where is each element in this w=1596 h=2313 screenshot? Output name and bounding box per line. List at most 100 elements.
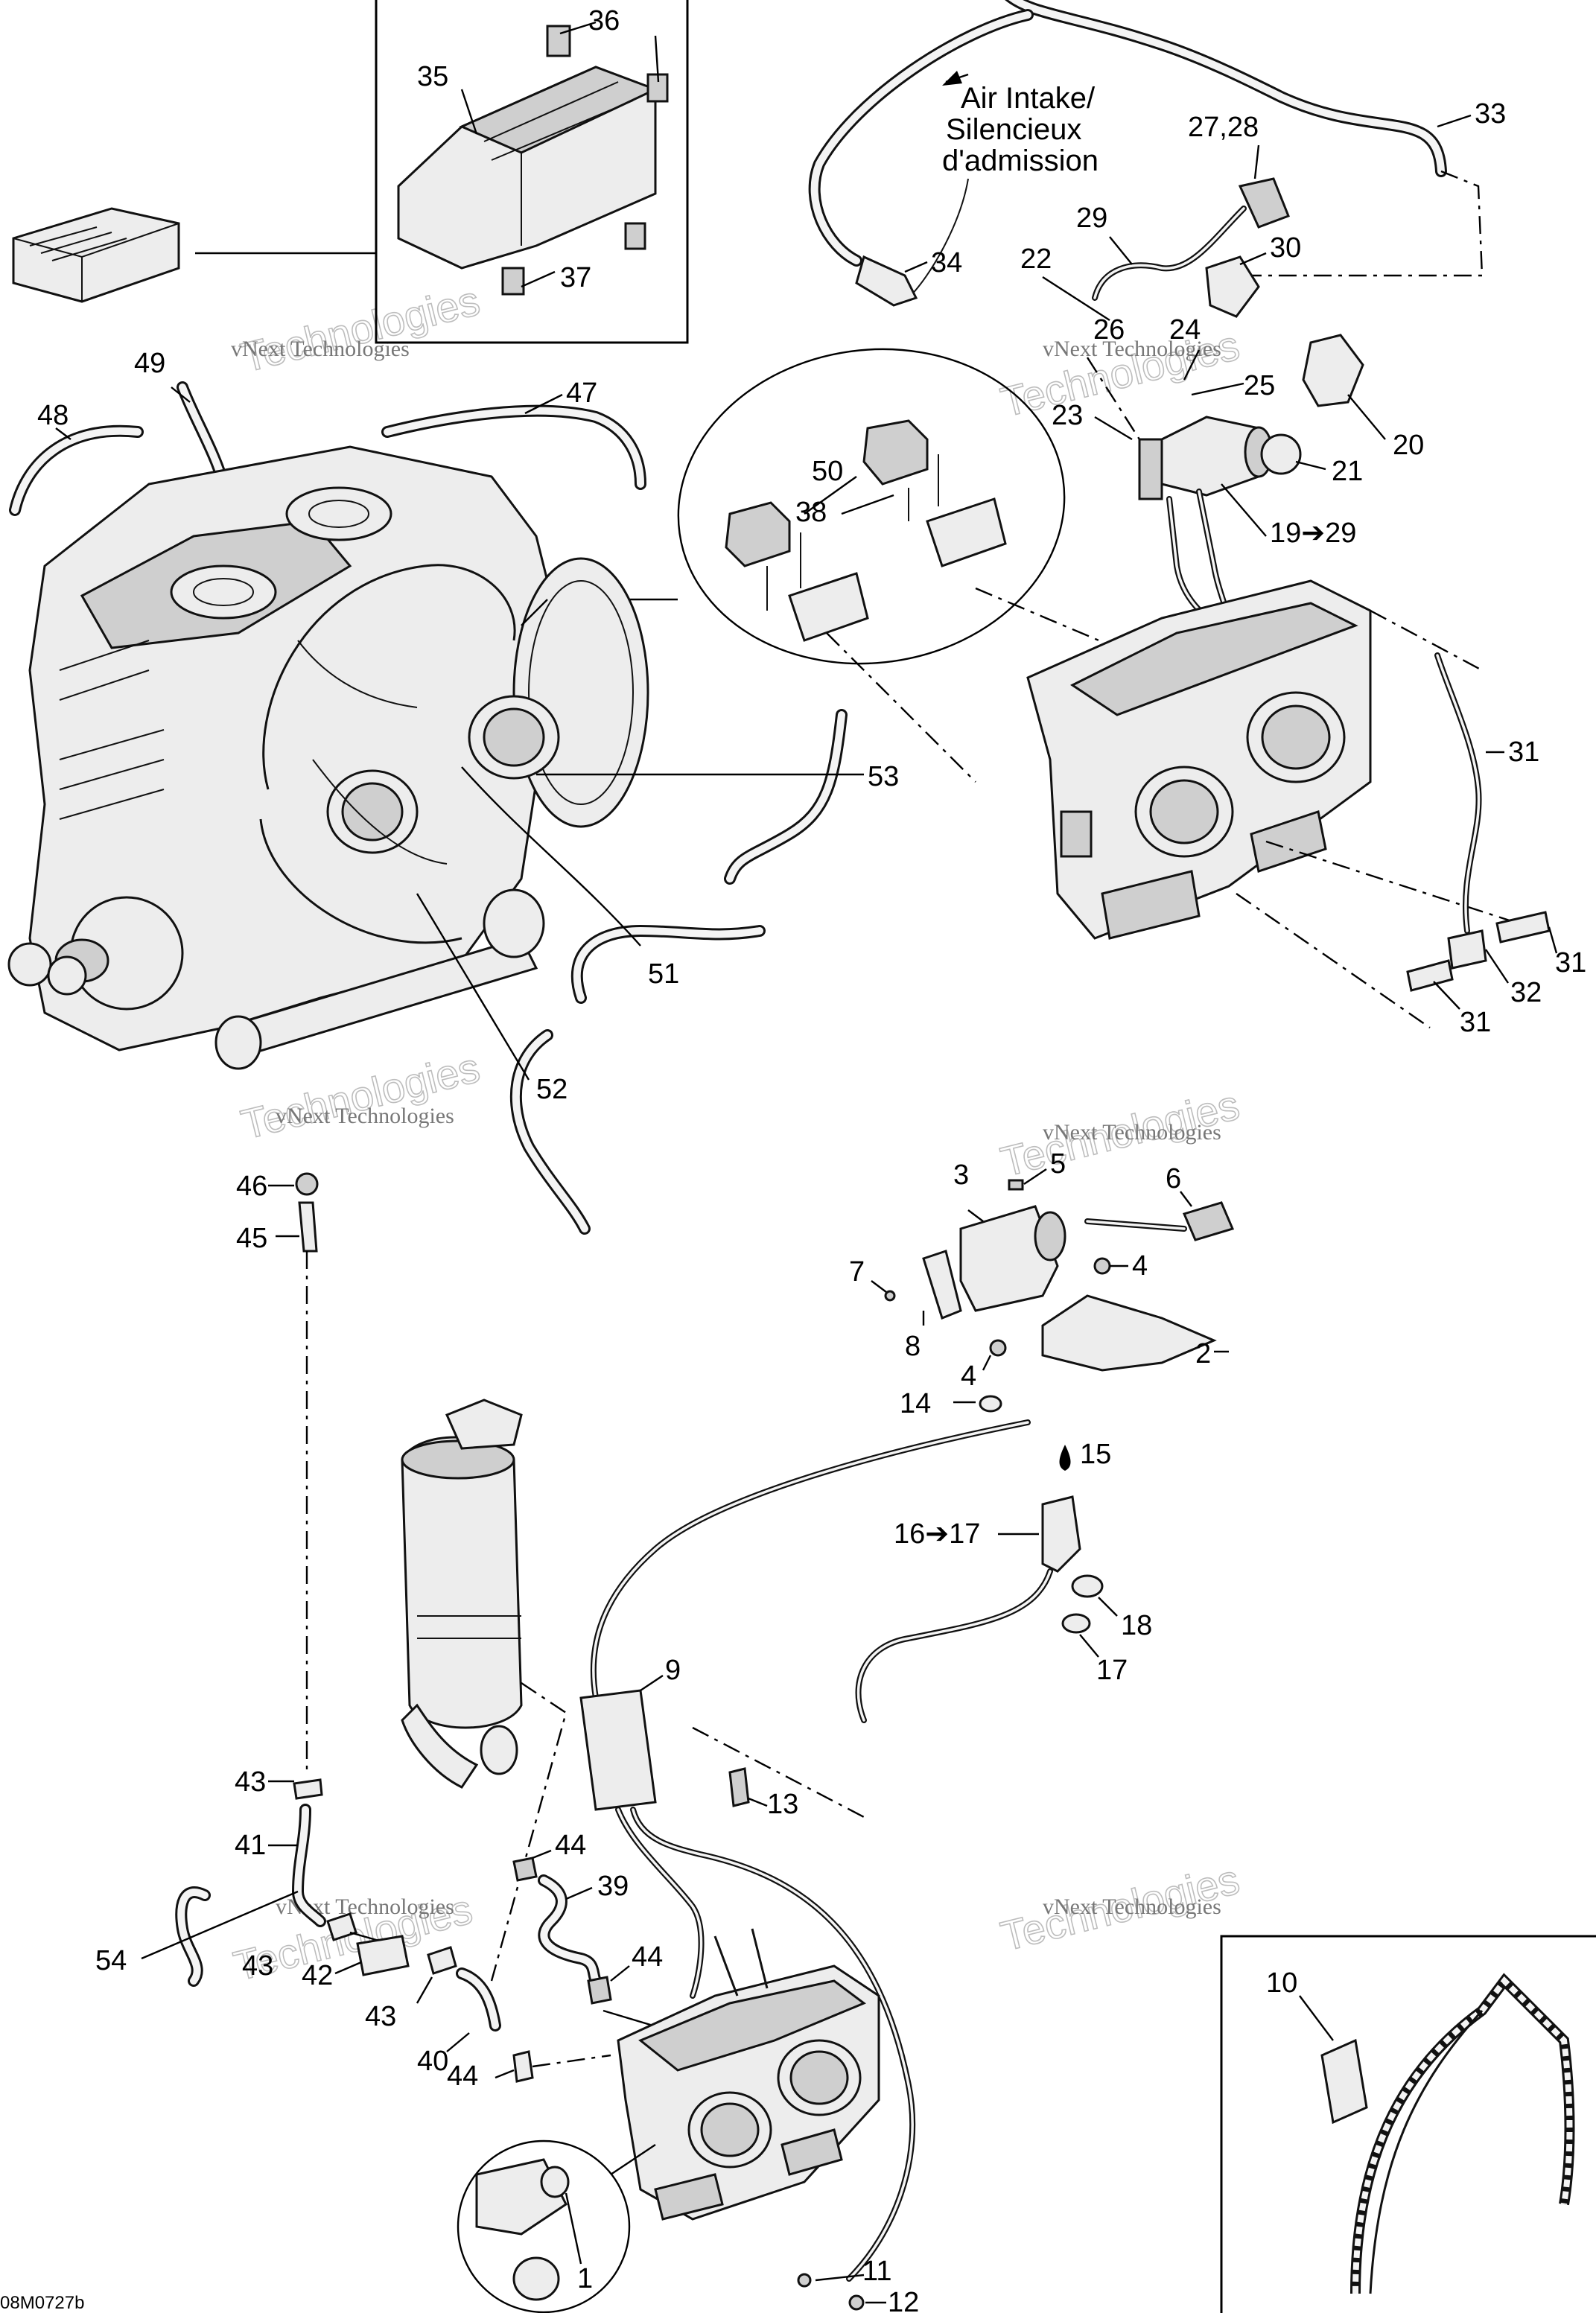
callout-47: 47	[566, 378, 597, 409]
callout-43: 43	[242, 1950, 273, 1982]
inset-frame	[375, 0, 689, 344]
callout-27-28: 27,28	[1188, 112, 1259, 143]
detail-circle: 1	[457, 2139, 656, 2313]
inset-frame	[1220, 1935, 1596, 2313]
callout-6: 6	[1166, 1163, 1181, 1194]
callout-15: 15	[1080, 1439, 1111, 1470]
callout-14: 14	[900, 1388, 931, 1419]
callout-3: 3	[953, 1159, 969, 1191]
callout-45: 45	[236, 1223, 267, 1254]
oil-tank-icon	[401, 1436, 523, 1729]
oil-lines: 43 41 54 43 42 43 40 44 44 39	[95, 1766, 685, 2092]
sensor-harness-group: 27,28 29 30 22 26 24 25 23 20 21 19➔29	[1020, 112, 1424, 718]
callout-8: 8	[905, 1331, 921, 1362]
air-intake-label-3: d'admission	[942, 144, 1099, 177]
detail-frame	[457, 2139, 631, 2313]
callout-11: 11	[862, 2256, 891, 2287]
engine-group: 48 49 47	[7, 348, 649, 1070]
callout-4: 4	[961, 1361, 976, 1392]
watermark-big: Technologies	[237, 1043, 484, 1148]
callout-19-29: 19➔29	[1270, 518, 1356, 549]
sensor-icon	[1145, 416, 1260, 497]
diagram-code: 08M0727b	[0, 2293, 84, 2313]
callout-52: 52	[536, 1074, 567, 1105]
valve-cap-icon	[725, 501, 791, 567]
oil-reservoir-group: 46 45	[236, 1171, 567, 1982]
grommet-icon	[540, 2166, 570, 2198]
oil-pump-fitting-icon	[356, 1935, 410, 1976]
clip-icon	[728, 1767, 750, 1807]
callout-34: 34	[931, 247, 962, 279]
callout-9: 9	[665, 1655, 681, 1686]
callout-18: 18	[1121, 1610, 1152, 1641]
clip-icon	[1205, 255, 1260, 318]
callout-40: 40	[417, 2046, 448, 2077]
valve-body-icon	[788, 572, 869, 642]
watermark-small: vNext Technologies	[1043, 1894, 1221, 1919]
callout-44: 44	[555, 1830, 586, 1861]
inset-oval	[677, 348, 1066, 665]
connector-icon	[1182, 1201, 1235, 1241]
callout-44: 44	[632, 1941, 663, 1973]
module-small-icon	[12, 207, 180, 303]
flywheel-icon	[512, 557, 649, 828]
air-intake-group: 33 Air Intake/ Silencieux d'admission 34	[808, 0, 1506, 307]
washer-icon	[979, 1395, 1002, 1413]
connector-icon	[1238, 177, 1290, 229]
frame-protector-icon	[1320, 2038, 1368, 2125]
callout-30: 30	[1270, 232, 1301, 264]
callout-39: 39	[597, 1871, 629, 1902]
watermark-small: vNext Technologies	[1043, 337, 1221, 361]
choke-lever-icon	[1041, 1495, 1081, 1573]
throttle-body-upper	[1026, 579, 1542, 1028]
watermark-big: Technologies	[237, 276, 484, 381]
callout-2: 2	[1195, 1338, 1211, 1369]
callout-44: 44	[447, 2061, 478, 2092]
throttle-housing-icon	[959, 1205, 1059, 1312]
throttle-body-lower	[617, 1928, 880, 2221]
callout-7: 7	[849, 1256, 865, 1288]
callout-31: 31	[1555, 947, 1586, 979]
callout-16-17: 16➔17	[894, 1518, 980, 1550]
callout-22: 22	[1020, 244, 1052, 275]
plug-icon	[1302, 334, 1364, 407]
tee-fitting-icon	[1447, 929, 1487, 970]
callout-49: 49	[134, 348, 165, 379]
air-intake-label-1: Air Intake/	[961, 82, 1096, 115]
arrow-icon	[942, 71, 962, 86]
callout-24: 24	[1169, 314, 1201, 346]
callout-31: 31	[1508, 736, 1539, 768]
vent-hoses: 31 31 32 31	[1406, 652, 1586, 1038]
cables-group: 9 11 12 16➔17 18 17 13	[579, 1419, 1152, 2313]
lever-bracket-icon	[1041, 1294, 1217, 1372]
callout-29: 29	[1076, 203, 1107, 234]
solenoid-inset: 50 38	[547, 348, 1170, 783]
fitting-icon	[587, 1976, 612, 2005]
watermark-small: vNext Technologies	[231, 337, 410, 361]
valve-body-icon	[926, 497, 1007, 567]
watermark-small: vNext Technologies	[276, 1104, 454, 1128]
callout-54: 54	[95, 1945, 127, 1976]
callout-42: 42	[302, 1960, 333, 1991]
o-ring-icon	[1260, 433, 1302, 475]
cable-junction-icon	[579, 1689, 657, 1811]
callout-33: 33	[1475, 98, 1506, 130]
callout-21: 21	[1332, 456, 1363, 487]
hose-fitting-icon	[855, 255, 918, 307]
callout-50: 50	[812, 456, 843, 487]
callout-36: 36	[588, 5, 620, 36]
callout-12: 12	[888, 2287, 919, 2313]
hose-31	[1434, 652, 1482, 934]
callout-46: 46	[236, 1171, 267, 1202]
valve-cap-icon	[862, 419, 929, 486]
callout-31: 31	[1460, 1007, 1491, 1038]
callout-37: 37	[560, 262, 591, 293]
callout-41: 41	[235, 1830, 266, 1861]
callout-25: 25	[1244, 370, 1275, 401]
callout-48: 48	[37, 400, 69, 431]
callout-5: 5	[1050, 1148, 1066, 1180]
fitting-icon	[298, 1201, 318, 1253]
callout-17: 17	[1096, 1655, 1128, 1686]
gasket-icon	[922, 1250, 962, 1320]
